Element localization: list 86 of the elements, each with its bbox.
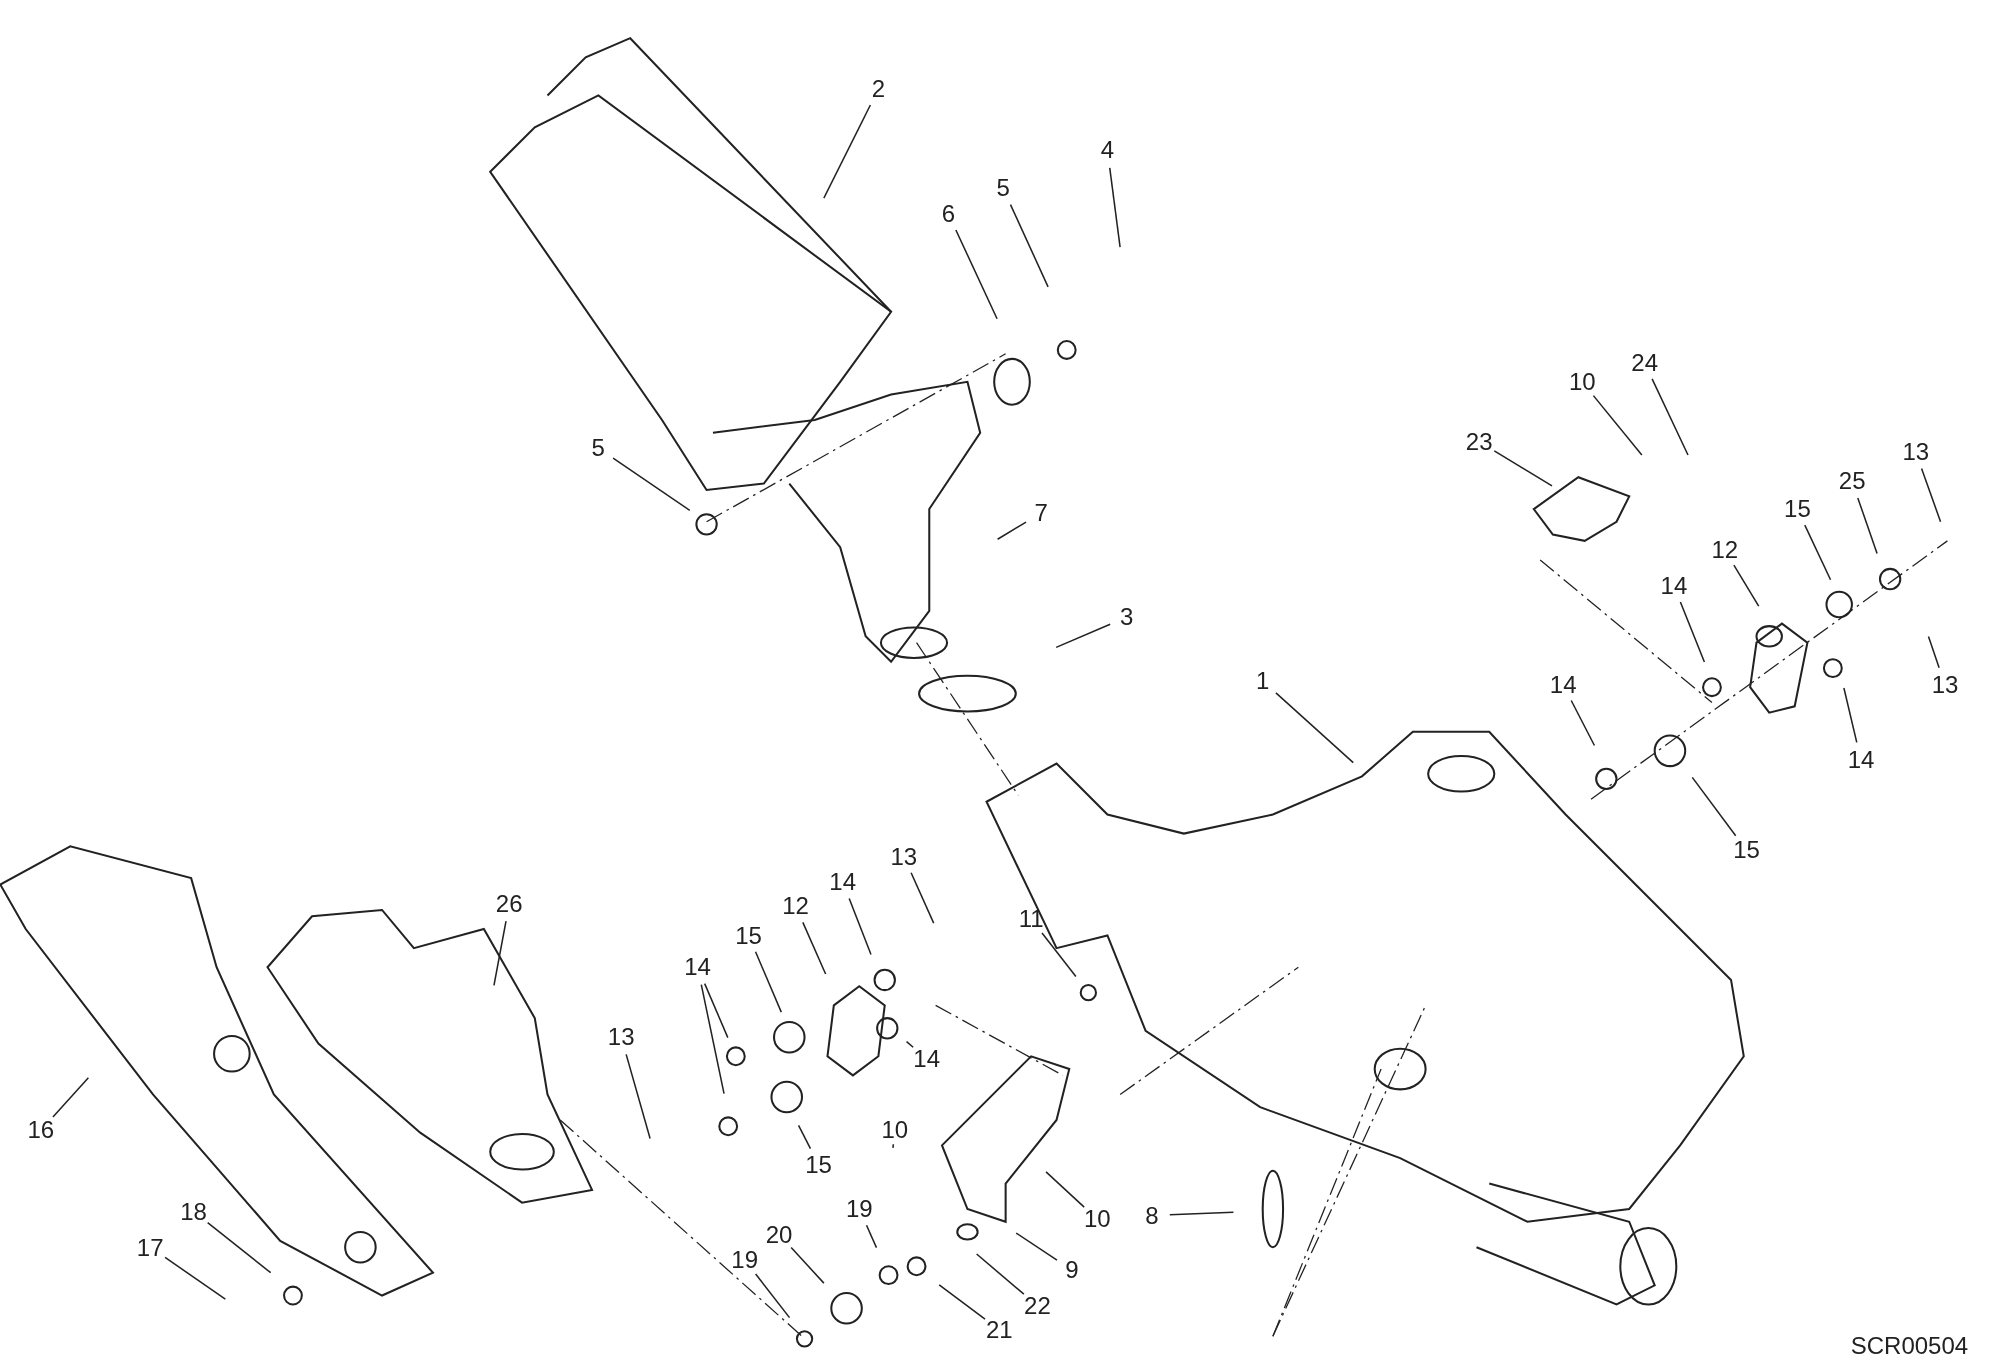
leader-line — [892, 1143, 895, 1149]
callout-number: 11 — [1018, 907, 1044, 932]
callout-number: 10 — [1568, 369, 1596, 394]
leader-line — [1275, 692, 1354, 764]
leader-line — [848, 897, 872, 956]
callout-number: 16 — [27, 1118, 55, 1143]
leader-line — [612, 457, 691, 512]
leader-line — [1691, 776, 1737, 837]
leader-line — [905, 1040, 914, 1048]
drawing-code: SCR00504 — [1850, 1333, 1969, 1358]
callout-number: 12 — [1711, 537, 1739, 562]
callout-number: 18 — [180, 1199, 207, 1224]
leader-line — [1045, 1171, 1085, 1208]
leader-line — [754, 951, 783, 1013]
callout-number: 25 — [1838, 469, 1866, 494]
callout-number: 10 — [1083, 1207, 1111, 1232]
leader-line — [1920, 467, 1942, 523]
callout-number: 10 — [881, 1118, 909, 1143]
callout-number: 6 — [941, 201, 955, 226]
callout-number: 1 — [1256, 669, 1270, 694]
callout-number: 14 — [1660, 573, 1688, 598]
leader-line — [206, 1221, 272, 1274]
leader-line — [1843, 687, 1858, 744]
leader-line — [823, 104, 872, 199]
callout-number: 19 — [845, 1197, 873, 1222]
leader-line — [1015, 1232, 1058, 1261]
leader-line — [938, 1284, 986, 1320]
leader-line — [910, 872, 935, 924]
callout-number: 14 — [913, 1047, 941, 1072]
leader-line — [493, 920, 507, 987]
leader-line — [52, 1077, 90, 1118]
callout-number: 5 — [996, 176, 1010, 201]
leader-line — [1041, 932, 1077, 978]
callout-number: 26 — [495, 891, 523, 916]
leader-line — [754, 1273, 791, 1319]
callout-number: 24 — [1631, 350, 1658, 375]
leader-line — [1109, 167, 1121, 248]
leader-line — [625, 1053, 651, 1140]
callout-number: 7 — [1034, 501, 1048, 525]
leader-line — [1009, 203, 1049, 288]
callout-number: 13 — [1931, 672, 1959, 697]
callout-number: 14 — [1847, 747, 1875, 772]
callout-number: 14 — [1549, 672, 1577, 697]
leader-line — [802, 921, 827, 975]
leader-line — [1804, 524, 1832, 581]
leader-line — [1857, 497, 1878, 555]
callout-number: 15 — [805, 1152, 832, 1177]
leader-line — [1651, 378, 1689, 456]
callout-number: 12 — [782, 894, 809, 919]
leader-line — [865, 1224, 878, 1249]
callout-number: 17 — [136, 1235, 164, 1260]
callout-number: 3 — [1119, 605, 1134, 630]
leader-line — [1679, 601, 1706, 663]
callout-number: 19 — [731, 1248, 758, 1273]
callout-number: 13 — [607, 1025, 635, 1050]
leader-line — [703, 982, 729, 1039]
callout-number: 15 — [1733, 838, 1760, 863]
leader-line — [1592, 394, 1643, 456]
callout-number: 14 — [829, 870, 857, 895]
callout-number: 15 — [1784, 497, 1811, 522]
callout-number: 9 — [1065, 1258, 1079, 1283]
callout-number: 8 — [1145, 1203, 1159, 1228]
leader-line — [790, 1246, 825, 1284]
leader-line — [955, 229, 998, 320]
leader-line — [164, 1256, 227, 1300]
leader-line — [797, 1124, 812, 1150]
leader-line — [1493, 450, 1553, 487]
callout-number: 21 — [985, 1318, 1013, 1343]
leader-line — [996, 521, 1027, 540]
leader-line — [1927, 635, 1940, 669]
callout-number: 15 — [735, 923, 762, 948]
leader-line — [1169, 1211, 1235, 1216]
leader-line — [975, 1253, 1025, 1295]
callout-number: 13 — [1902, 439, 1930, 464]
leader-line — [700, 983, 725, 1095]
callout-number: 4 — [1100, 138, 1115, 163]
callout-number: 2 — [871, 77, 885, 102]
callout-number: 5 — [591, 436, 605, 461]
leader-line — [1570, 699, 1596, 747]
callout-number: 23 — [1465, 429, 1493, 454]
callout-number: 13 — [890, 844, 918, 869]
callout-number: 22 — [1024, 1294, 1051, 1319]
leader-line — [1055, 623, 1111, 649]
callout-number: 14 — [684, 955, 711, 980]
leader-line — [1733, 564, 1760, 607]
callout-number: 20 — [765, 1222, 793, 1247]
